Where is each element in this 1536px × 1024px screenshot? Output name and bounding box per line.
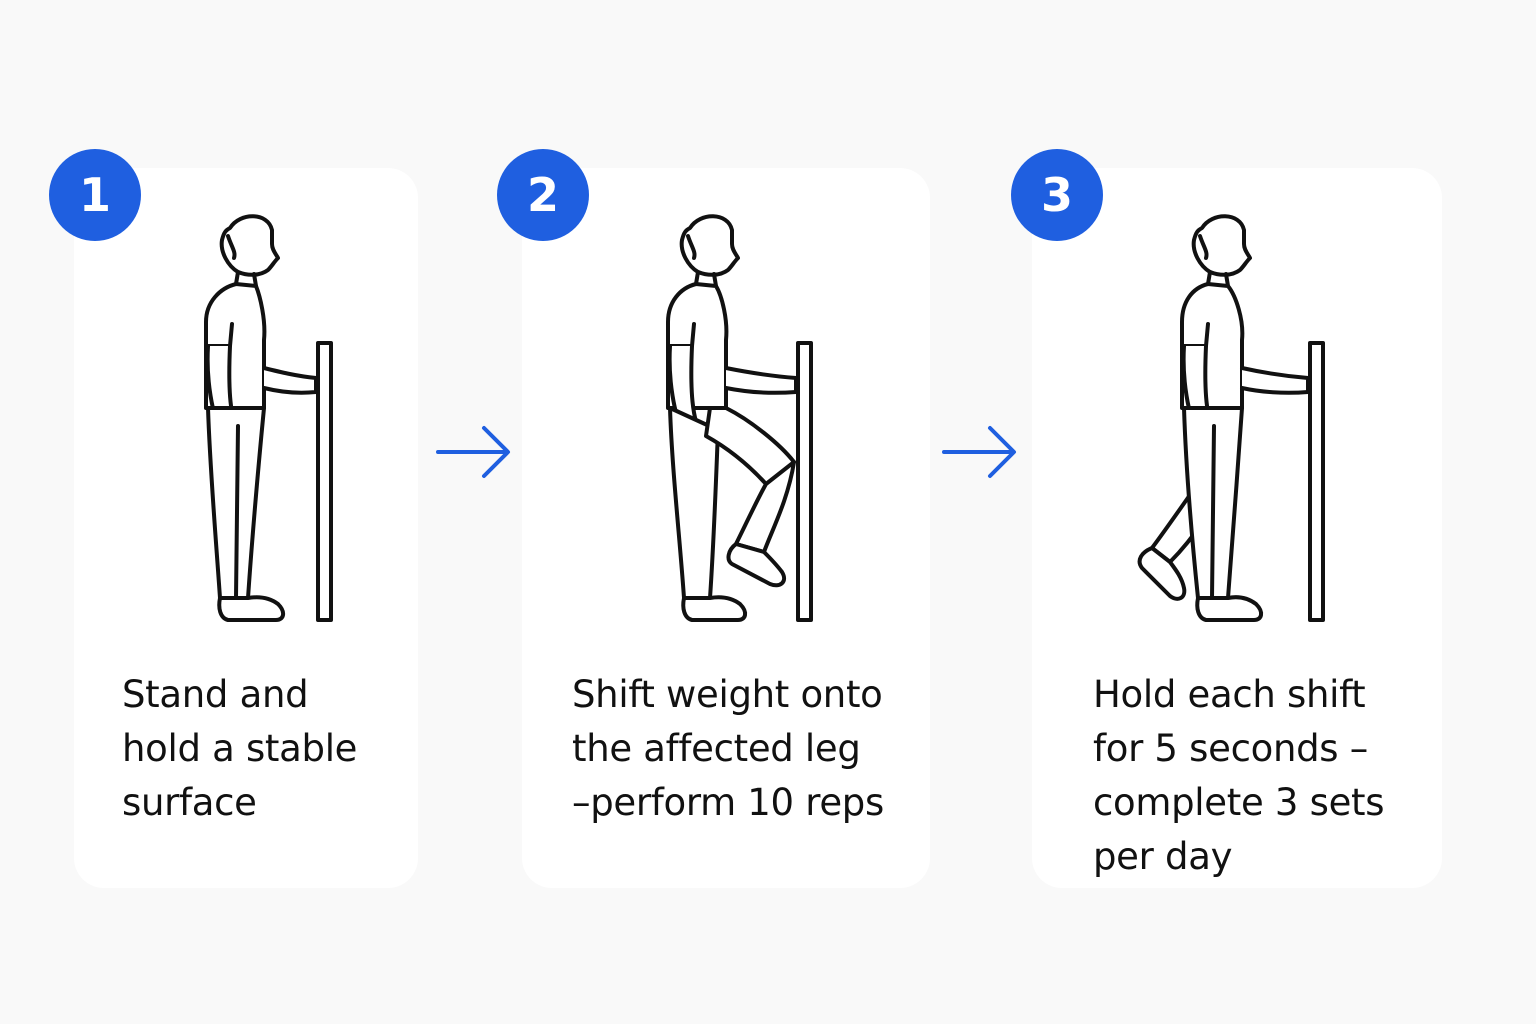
person-standing-holding-rail-icon — [204, 214, 333, 622]
person-leg-back-holding-rail-icon — [1137, 214, 1325, 622]
arrow-right-icon — [942, 426, 1016, 478]
step-card-3 — [1032, 168, 1442, 888]
step-number-badge-1: 1 — [49, 149, 141, 241]
person-knee-raise-holding-rail-icon — [666, 214, 813, 622]
step-card-2 — [522, 168, 930, 888]
step-caption-1: Stand and hold a stable surface — [122, 673, 358, 824]
step-number-badge-3: 3 — [1011, 149, 1103, 241]
step-number-badge-2: 2 — [497, 149, 589, 241]
step-caption-3: Hold each shift for 5 seconds – complete… — [1093, 673, 1385, 878]
arrow-right-icon — [436, 426, 510, 478]
step-caption-2: Shift weight onto the affected leg –perf… — [572, 673, 884, 824]
